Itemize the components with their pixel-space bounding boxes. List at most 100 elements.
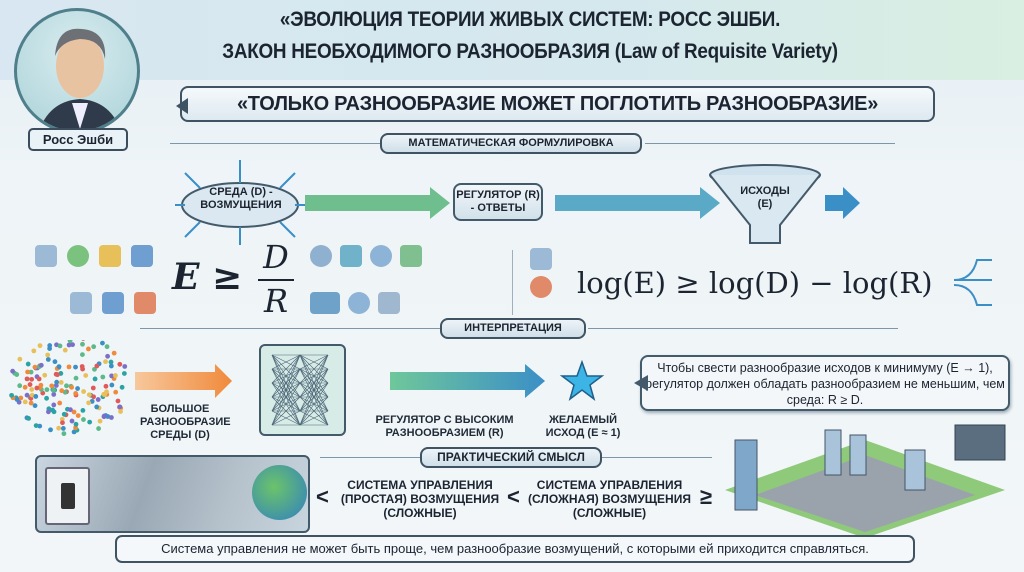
variety-dot bbox=[25, 369, 30, 375]
brain-icon bbox=[370, 245, 392, 267]
variety-dot bbox=[56, 364, 62, 370]
log-formula: log(E) ≥ log(D) − log(R) bbox=[577, 266, 933, 300]
variety-dot bbox=[75, 413, 81, 419]
regulator-variety-label: РЕГУЛЯТОР С ВЫСОКИМ РАЗНООБРАЗИЕМ (R) bbox=[375, 414, 514, 439]
variety-dot bbox=[81, 417, 86, 422]
variety-dot bbox=[57, 400, 63, 406]
disturbance-icons bbox=[35, 245, 153, 267]
formula-numerator: D bbox=[263, 238, 289, 276]
bar-chart-icon bbox=[131, 245, 153, 267]
divider bbox=[512, 250, 513, 315]
variety-dot bbox=[32, 364, 38, 370]
weather-icon bbox=[530, 248, 552, 270]
variety-dots bbox=[9, 340, 128, 437]
variety-dot bbox=[87, 419, 93, 425]
switch-icon bbox=[45, 467, 90, 525]
variety-dot bbox=[71, 409, 77, 415]
divider bbox=[602, 457, 712, 458]
variety-dot bbox=[86, 400, 92, 406]
variety-dot bbox=[36, 376, 42, 382]
divider bbox=[140, 328, 440, 329]
variety-dot bbox=[32, 403, 38, 409]
variety-dot bbox=[91, 344, 97, 350]
formula-denominator: R bbox=[263, 282, 289, 320]
variety-dot bbox=[60, 426, 66, 431]
variety-dot bbox=[64, 383, 69, 389]
variety-dot bbox=[67, 340, 73, 344]
bar-chart-icon bbox=[134, 292, 156, 314]
variety-dot bbox=[42, 372, 48, 378]
header-band bbox=[0, 0, 1024, 80]
variety-dot bbox=[86, 346, 91, 352]
variety-dot bbox=[49, 383, 55, 389]
virus-icon bbox=[67, 245, 89, 267]
variety-dot bbox=[27, 382, 33, 387]
variety-dot bbox=[95, 397, 101, 402]
variety-dot bbox=[9, 392, 14, 398]
variety-dot bbox=[113, 373, 118, 378]
variety-dot bbox=[91, 394, 96, 400]
variety-dot bbox=[37, 343, 43, 349]
arrow bbox=[555, 187, 720, 219]
regulator-icons bbox=[310, 245, 422, 267]
bar-chart-icon bbox=[102, 292, 124, 314]
variety-dot bbox=[51, 402, 57, 408]
money-chart-icon bbox=[99, 245, 121, 267]
variety-dot bbox=[61, 431, 67, 437]
variety-dot bbox=[109, 415, 114, 420]
neural-network-icon bbox=[259, 344, 346, 436]
section-interpretation: ИНТЕРПРЕТАЦИЯ bbox=[440, 318, 586, 339]
variety-dot bbox=[50, 407, 55, 413]
variety-dot bbox=[68, 407, 73, 413]
variety-dot bbox=[81, 389, 87, 394]
interpretation-callout: Чтобы свести разнообразие исходов к мини… bbox=[634, 355, 1010, 411]
variety-dot bbox=[81, 340, 86, 341]
variety-dot bbox=[29, 387, 35, 392]
variety-dot bbox=[121, 371, 127, 376]
variety-dot bbox=[33, 394, 39, 399]
divider bbox=[588, 328, 898, 329]
traffic-scene-image bbox=[35, 455, 310, 533]
variety-dot bbox=[17, 383, 23, 389]
variety-dot bbox=[70, 342, 75, 348]
portrait-ashby bbox=[14, 8, 140, 134]
env-variety-label: БОЛЬШОЕ РАЗНООБРАЗИЕ СРЕДЫ (D) bbox=[140, 403, 231, 441]
variety-dot bbox=[69, 384, 75, 390]
variety-dot bbox=[56, 425, 62, 431]
variety-dot bbox=[73, 391, 79, 396]
variety-dot bbox=[22, 384, 28, 390]
arrow bbox=[390, 364, 545, 398]
regulator-box: РЕГУЛЯТОР (R) - ОТВЕТЫ bbox=[453, 183, 543, 221]
variety-dot bbox=[62, 347, 68, 353]
variety-dot bbox=[58, 380, 64, 385]
portrait-name: Росс Эшби bbox=[28, 128, 128, 151]
goal-label: ЖЕЛАЕМЫЙ ИСХОД (E ≈ 1) bbox=[545, 414, 621, 439]
outcomes-label: ИСХОДЫ (E) bbox=[740, 185, 790, 210]
arrow bbox=[825, 187, 860, 219]
complex-system-label: СИСТЕМА УПРАВЛЕНИЯ (СЛОЖНАЯ) ВОЗМУЩЕНИЯ … bbox=[528, 478, 691, 520]
variety-dot bbox=[83, 373, 89, 378]
variety-dot bbox=[117, 404, 123, 410]
flow-diagram bbox=[175, 160, 860, 245]
variety-dot bbox=[92, 366, 97, 372]
bar-chart-icon bbox=[340, 245, 362, 267]
funnel-icon bbox=[709, 164, 821, 244]
weather-icon bbox=[35, 245, 57, 267]
virus-icon bbox=[530, 276, 552, 298]
variety-dot bbox=[111, 350, 117, 356]
variety-dot bbox=[38, 362, 44, 368]
variety-dot bbox=[108, 363, 114, 369]
variety-dot bbox=[90, 385, 96, 391]
formula-lhs: E ≥ bbox=[172, 256, 243, 298]
interpretation-diagram bbox=[9, 340, 605, 437]
dashboard-icon bbox=[310, 292, 340, 314]
variety-dot bbox=[51, 387, 56, 393]
variety-dot bbox=[29, 392, 35, 398]
variety-dot bbox=[66, 364, 72, 370]
variety-dot bbox=[14, 397, 20, 402]
variety-dot bbox=[118, 409, 123, 414]
variety-dot bbox=[92, 376, 98, 382]
variety-dot bbox=[48, 427, 53, 433]
conclusion-bar: Система управления не может быть проще, … bbox=[115, 535, 915, 563]
variety-dot bbox=[69, 418, 75, 424]
